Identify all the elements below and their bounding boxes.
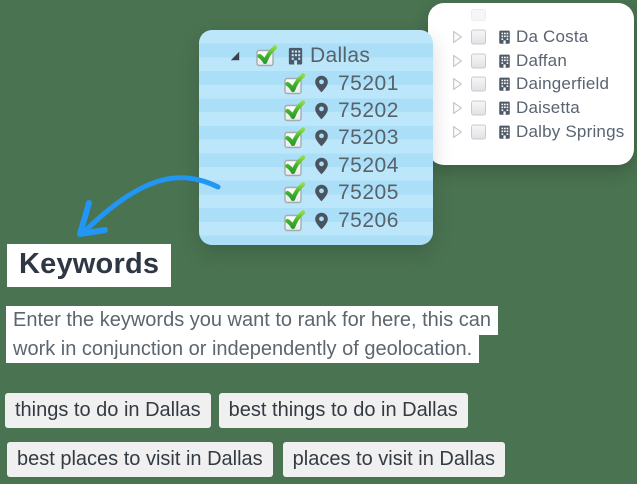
zip-list: 75201 75202 75203 75204 75205 [199, 70, 433, 234]
chevron-right-icon[interactable] [452, 77, 463, 91]
tree-row-zip[interactable]: 75205 [199, 180, 433, 207]
building-icon [499, 101, 510, 115]
keywords-heading: Keywords [7, 244, 172, 287]
description-line: Enter the keywords you want to rank for … [6, 306, 499, 335]
chevron-right-icon[interactable] [452, 125, 463, 139]
zip-label: 75205 [338, 181, 399, 205]
tree-row-zip[interactable]: 75204 [199, 152, 433, 179]
map-pin-icon [315, 75, 328, 92]
keywords-description: Enter the keywords you want to rank for … [6, 306, 499, 363]
city-label: Daingerfield [516, 74, 610, 94]
checkbox-unchecked[interactable] [471, 76, 486, 92]
tree-parent-label: Dallas [310, 43, 371, 67]
keyword-tag: best places to visit in Dallas [7, 442, 273, 477]
tree-row-zip[interactable]: 75206 [199, 207, 433, 234]
building-icon [499, 30, 510, 44]
keyword-tag: best things to do in Dallas [218, 393, 468, 428]
zip-label: 75202 [338, 99, 399, 123]
curved-arrow-icon [77, 175, 221, 237]
chevron-right-icon[interactable] [452, 54, 463, 68]
checkbox-checked[interactable] [282, 154, 306, 178]
city-label: Daffan [516, 50, 567, 70]
zip-label: 75201 [338, 71, 399, 95]
keyword-tag-row: best places to visit in Dallas places to… [7, 442, 505, 477]
city-list: Da Costa Daffan Daingerfield Daisetta [428, 25, 634, 143]
map-pin-icon [315, 130, 328, 147]
zip-label: 75206 [338, 208, 399, 232]
building-icon [499, 125, 510, 139]
tree-row-zip[interactable]: 75201 [199, 70, 433, 97]
geolocation-tree-panel: Dallas 75201 75202 75203 75204 [199, 30, 433, 245]
city-label: Da Costa [516, 26, 589, 46]
tree-row-city[interactable]: Daffan [428, 49, 634, 73]
checkbox-unchecked[interactable] [471, 100, 486, 116]
map-pin-icon [315, 157, 328, 175]
city-label: Daisetta [516, 97, 580, 117]
map-pin-icon [315, 184, 328, 202]
checkbox-unchecked[interactable] [471, 29, 486, 45]
keyword-tag: places to visit in Dallas [282, 442, 505, 477]
tree-row-city[interactable]: Da Costa [428, 25, 634, 49]
tree-row-city[interactable]: Daingerfield [428, 72, 634, 96]
zip-label: 75203 [338, 126, 399, 150]
checkbox-checked[interactable] [282, 126, 306, 150]
building-icon [499, 77, 510, 91]
tree-row-zip[interactable]: 75203 [199, 125, 433, 152]
checkbox-checked[interactable] [282, 72, 306, 96]
tree-row-dallas[interactable]: Dallas [199, 42, 433, 69]
city-label: Dalby Springs [516, 121, 625, 141]
map-pin-icon [315, 102, 328, 120]
tree-row-zip[interactable]: 75202 [199, 97, 433, 124]
building-icon [288, 47, 303, 65]
checkbox-unchecked[interactable] [471, 53, 486, 69]
chevron-right-icon[interactable] [452, 101, 463, 115]
description-line: work in conjunction or independently of … [6, 334, 480, 363]
tree-row-city[interactable]: Dalby Springs [428, 120, 634, 144]
tree-row-city[interactable]: Daisetta [428, 96, 634, 120]
checkbox-unchecked[interactable] [471, 124, 486, 140]
keyword-tag: things to do in Dallas [5, 393, 211, 428]
chevron-right-icon[interactable] [452, 30, 463, 44]
expander-expanded-icon[interactable] [229, 50, 241, 62]
keyword-tag-row: things to do in Dallas best things to do… [5, 393, 468, 428]
checkbox-checked[interactable] [282, 181, 306, 205]
zip-label: 75204 [338, 153, 399, 177]
checkbox-checked[interactable] [282, 209, 306, 233]
building-icon [499, 54, 510, 68]
map-pin-icon [315, 212, 328, 229]
checkbox-checked[interactable] [254, 44, 278, 68]
city-list-card: Da Costa Daffan Daingerfield Daisetta [428, 3, 634, 165]
partial-checkbox [471, 9, 486, 21]
checkbox-checked[interactable] [282, 99, 306, 123]
